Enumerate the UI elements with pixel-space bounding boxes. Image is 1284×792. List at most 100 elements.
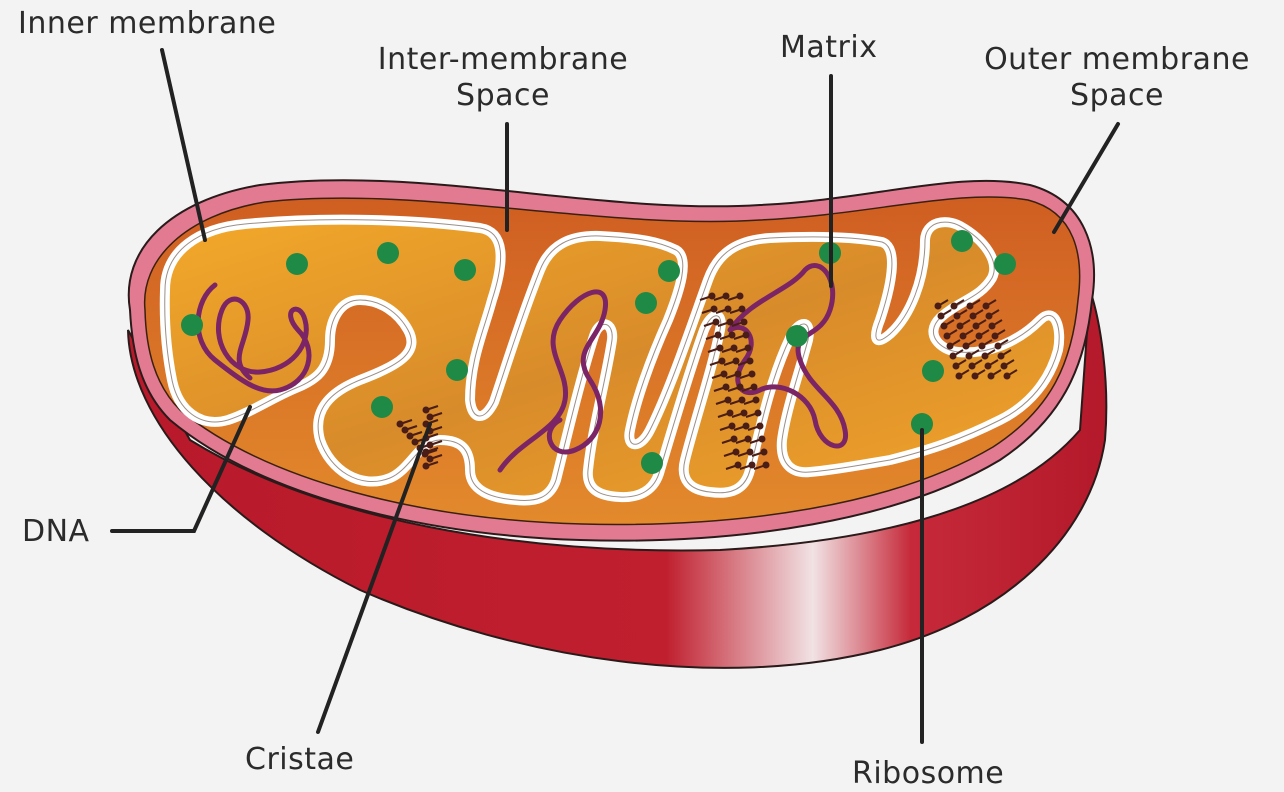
atp-synthase-head (969, 363, 976, 370)
atp-synthase-head (751, 384, 758, 391)
atp-synthase-head (727, 319, 734, 326)
atp-synthase-head (944, 333, 951, 340)
ribosome-dot (286, 253, 308, 275)
label-matrix: Matrix (780, 30, 877, 66)
atp-synthase-head (735, 462, 742, 469)
atp-synthase-head (749, 371, 756, 378)
atp-synthase-head (743, 423, 750, 430)
atp-synthase-head (745, 436, 752, 443)
atp-synthase-head (941, 323, 948, 330)
atp-synthase-head (741, 319, 748, 326)
atp-synthase-head (950, 353, 957, 360)
atp-synthase-head (967, 303, 974, 310)
atp-synthase-head (715, 332, 722, 339)
atp-synthase-head (729, 423, 736, 430)
ribosome-dot (181, 314, 203, 336)
atp-synthase-head (983, 303, 990, 310)
atp-synthase-head (739, 306, 746, 313)
ribosome-dot (641, 452, 663, 474)
atp-synthase-head (739, 397, 746, 404)
atp-synthase-head (992, 333, 999, 340)
atp-synthase-head (747, 358, 754, 365)
atp-synthase-head (761, 449, 768, 456)
label-ribosome: Ribosome (852, 756, 1004, 792)
label-inner-membrane: Inner membrane (18, 6, 276, 42)
atp-synthase-head (1004, 373, 1011, 380)
ribosome-dot (922, 360, 944, 382)
atp-synthase-head (735, 371, 742, 378)
atp-synthase-head (427, 414, 434, 421)
atp-synthase-head (733, 358, 740, 365)
atp-synthase-head (976, 333, 983, 340)
atp-synthase-head (731, 345, 738, 352)
ribosome-dot (377, 242, 399, 264)
ribosome-dot (446, 359, 468, 381)
atp-synthase-head (402, 427, 409, 434)
atp-synthase-head (753, 397, 760, 404)
atp-synthase-head (711, 306, 718, 313)
atp-synthase-head (963, 343, 970, 350)
ribosome-dot (371, 396, 393, 418)
atp-synthase-head (960, 333, 967, 340)
ribosome-dot (635, 292, 657, 314)
atp-synthase-head (759, 436, 766, 443)
atp-synthase-head (725, 306, 732, 313)
label-cristae: Cristae (245, 742, 354, 778)
atp-synthase-head (935, 303, 942, 310)
atp-synthase-head (1001, 363, 1008, 370)
atp-synthase-head (755, 410, 762, 417)
atp-synthase-head (733, 449, 740, 456)
atp-synthase-head (423, 407, 430, 414)
leader-outer-membrane (1054, 124, 1118, 232)
atp-synthase-head (763, 462, 770, 469)
atp-synthase-head (423, 463, 430, 470)
atp-synthase-head (407, 433, 414, 440)
atp-synthase-head (397, 421, 404, 428)
atp-synthase-head (717, 345, 724, 352)
atp-synthase-head (709, 293, 716, 300)
ribosome-dot (951, 230, 973, 252)
ribosome-dot (454, 259, 476, 281)
ribosome-dot (994, 253, 1016, 275)
atp-synthase-head (973, 323, 980, 330)
atp-synthase-head (729, 332, 736, 339)
atp-synthase-head (998, 353, 1005, 360)
atp-synthase-head (741, 410, 748, 417)
atp-synthase-head (723, 293, 730, 300)
atp-synthase-head (982, 353, 989, 360)
atp-synthase-head (986, 313, 993, 320)
atp-synthase-head (422, 451, 429, 458)
atp-synthase-head (749, 462, 756, 469)
atp-synthase-head (947, 343, 954, 350)
atp-synthase-head (737, 293, 744, 300)
atp-synthase-head (995, 343, 1002, 350)
atp-synthase-head (956, 373, 963, 380)
atp-synthase-head (953, 363, 960, 370)
atp-synthase-head (747, 449, 754, 456)
atp-synthase-head (743, 332, 750, 339)
atp-synthase-head (966, 353, 973, 360)
atp-synthase-head (745, 345, 752, 352)
atp-synthase-head (737, 384, 744, 391)
atp-synthase-head (427, 456, 434, 463)
ribosome-dot (658, 260, 680, 282)
atp-synthase-head (989, 323, 996, 330)
atp-synthase-head (985, 363, 992, 370)
atp-synthase-head (723, 384, 730, 391)
atp-synthase-head (988, 373, 995, 380)
atp-synthase-head (757, 423, 764, 430)
atp-synthase-head (957, 323, 964, 330)
atp-synthase-head (970, 313, 977, 320)
atp-synthase-head (972, 373, 979, 380)
atp-synthase-head (412, 439, 419, 446)
atp-synthase-head (713, 319, 720, 326)
atp-synthase-head (951, 303, 958, 310)
atp-synthase-head (721, 371, 728, 378)
atp-synthase-head (731, 436, 738, 443)
label-inter-membrane-space: Inter-membrane Space (367, 42, 639, 114)
atp-synthase-head (979, 343, 986, 350)
atp-synthase-head (954, 313, 961, 320)
atp-synthase-head (719, 358, 726, 365)
